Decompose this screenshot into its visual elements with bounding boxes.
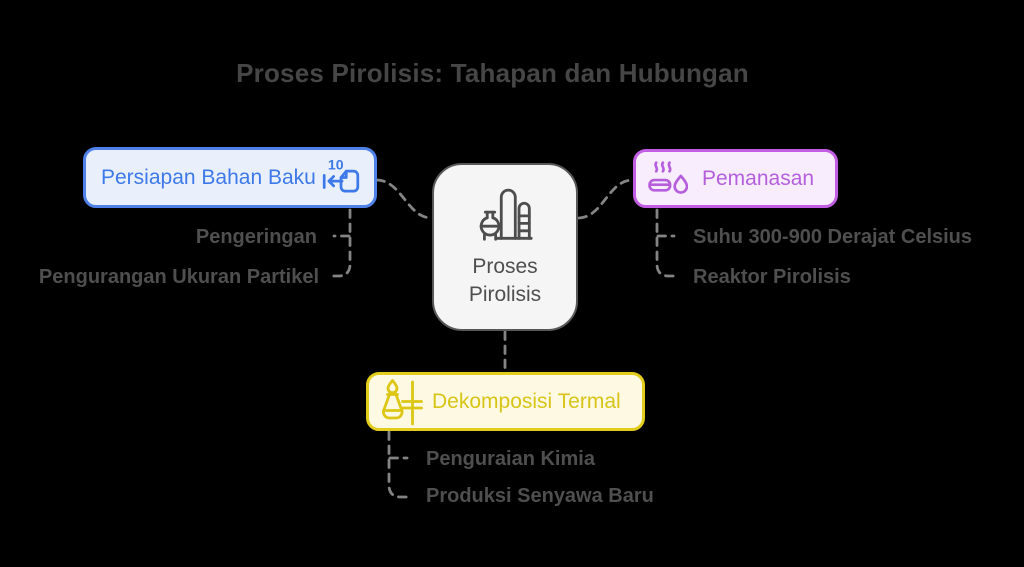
child-produksi-senyawa-baru[interactable]: Produksi Senyawa Baru — [426, 485, 654, 507]
industrial-plant-icon — [479, 188, 533, 241]
branch-label: Dekomposisi Termal — [432, 389, 621, 413]
connector-center-to-pemanasan — [577, 178, 634, 220]
connector-pemanasan-children — [655, 208, 680, 278]
branch-label: Pemanasan — [702, 166, 815, 190]
page-title: Proses Pirolisis: Tahapan dan Hubungan — [236, 58, 749, 88]
branch-pemanasan[interactable]: Pemanasan — [633, 149, 838, 208]
connector-persiapan-children — [328, 208, 352, 278]
bunsen-burner-icon — [382, 378, 423, 425]
branch-dekomposisi-termal[interactable]: Dekomposisi Termal — [366, 372, 645, 431]
child-reaktor-pirolisis[interactable]: Reaktor Pirolisis — [693, 266, 851, 288]
heating-steam-flame-icon — [648, 161, 688, 194]
child-pengeringan[interactable]: Pengeringan — [195, 226, 317, 248]
branch-label: Persiapan Bahan Baku — [101, 165, 316, 189]
svg-text:10: 10 — [328, 157, 344, 173]
connector-dekomposisi-children — [387, 430, 411, 499]
connector-persiapan-to-center — [375, 178, 433, 220]
document-input-10-icon: 10 — [322, 157, 360, 192]
branch-persiapan-bahan-baku[interactable]: Persiapan Bahan Baku 10 — [83, 147, 377, 208]
child-pengurangan-ukuran-partikel[interactable]: Pengurangan Ukuran Partikel — [38, 266, 319, 288]
child-penguraian-kimia[interactable]: Penguraian Kimia — [426, 448, 595, 470]
center-node-label: Proses Pirolisis — [468, 255, 542, 306]
center-node-proses-pirolisis[interactable]: Proses Pirolisis — [432, 163, 578, 331]
child-suhu-300-900-derajat-celsius[interactable]: Suhu 300-900 Derajat Celsius — [693, 226, 973, 248]
